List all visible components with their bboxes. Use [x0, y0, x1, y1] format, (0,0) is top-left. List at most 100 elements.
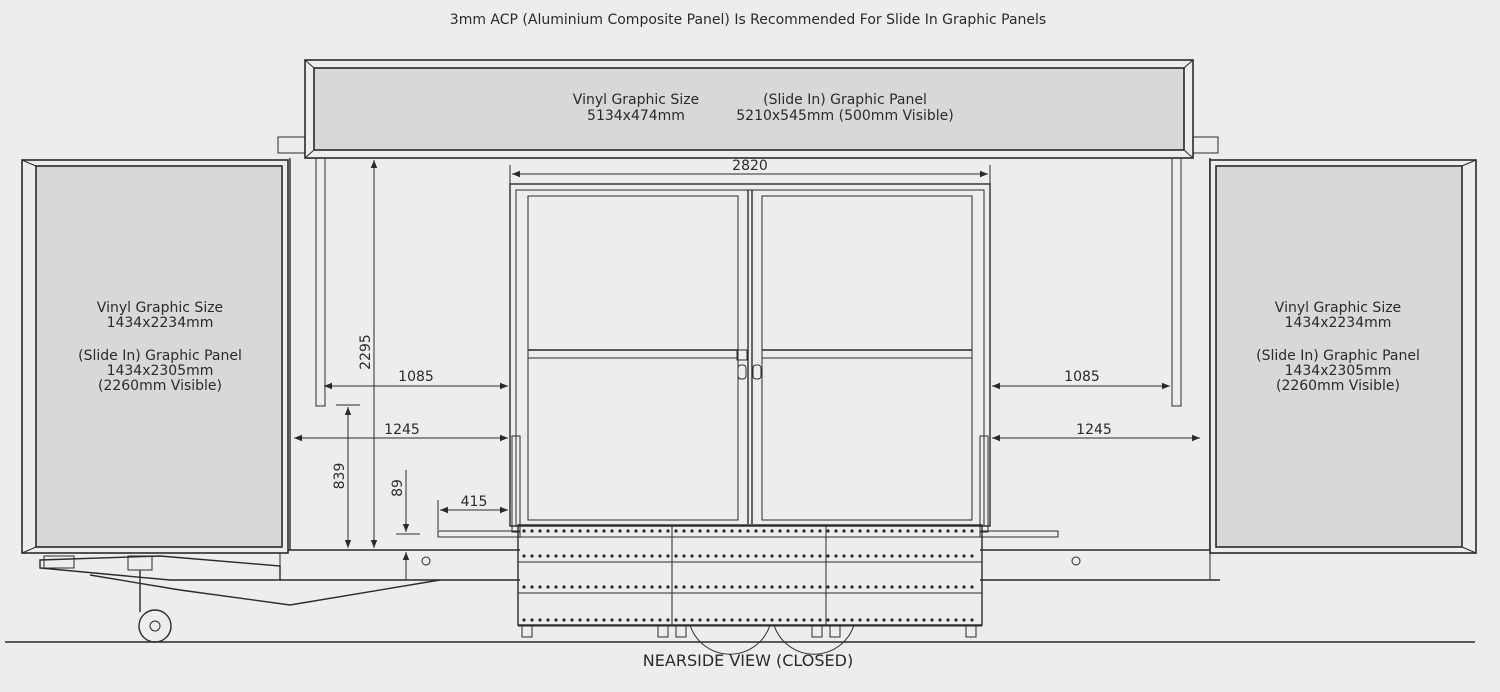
- rivet: [802, 585, 806, 589]
- rivet: [890, 585, 894, 589]
- rivet: [970, 585, 974, 589]
- rivet: [570, 618, 574, 622]
- left-vinyl-size: 1434x2234mm: [107, 315, 214, 331]
- rivet: [906, 585, 910, 589]
- rivet: [642, 618, 646, 622]
- rivet: [650, 554, 654, 558]
- rivet: [794, 554, 798, 558]
- rivet: [866, 585, 870, 589]
- rivet: [546, 618, 550, 622]
- rivet: [778, 554, 782, 558]
- rivet: [538, 554, 542, 558]
- rivet: [642, 554, 646, 558]
- central-doors: [509, 183, 991, 533]
- rivet: [834, 554, 838, 558]
- rivet: [802, 529, 806, 533]
- rivet: [602, 618, 606, 622]
- rivet: [730, 585, 734, 589]
- dim-839-label: 839: [332, 463, 348, 490]
- rivet: [666, 554, 670, 558]
- rivet: [554, 529, 558, 533]
- rivet: [786, 618, 790, 622]
- rivet: [858, 529, 862, 533]
- rivet: [810, 529, 814, 533]
- left-panel-size: 1434x2305mm: [107, 363, 214, 379]
- rivet: [858, 554, 862, 558]
- rivet: [610, 618, 614, 622]
- rivet: [698, 585, 702, 589]
- rivet: [634, 618, 638, 622]
- rivet: [858, 618, 862, 622]
- rivet: [850, 585, 854, 589]
- rivet: [554, 554, 558, 558]
- rivet: [930, 618, 934, 622]
- rivet: [938, 529, 942, 533]
- rivet: [602, 529, 606, 533]
- rivet: [962, 585, 966, 589]
- rivet: [714, 529, 718, 533]
- rivet: [586, 529, 590, 533]
- rivet: [858, 585, 862, 589]
- rivet: [946, 529, 950, 533]
- left-visible-note: (2260mm Visible): [98, 378, 222, 394]
- rivet: [810, 618, 814, 622]
- rivet: [922, 585, 926, 589]
- rivet: [946, 618, 950, 622]
- rivet: [850, 529, 854, 533]
- rivet: [970, 618, 974, 622]
- rivet: [522, 554, 526, 558]
- rivet: [618, 554, 622, 558]
- rivet: [954, 529, 958, 533]
- rivet: [666, 618, 670, 622]
- rivet: [706, 618, 710, 622]
- rivet: [618, 529, 622, 533]
- rivet: [594, 529, 598, 533]
- rivet: [682, 529, 686, 533]
- rivet: [882, 554, 886, 558]
- rivet: [538, 529, 542, 533]
- rivet: [938, 618, 942, 622]
- rivet: [754, 529, 758, 533]
- rivet: [906, 554, 910, 558]
- rivet: [842, 554, 846, 558]
- dim-2295-label: 2295: [358, 334, 374, 370]
- rivet: [850, 618, 854, 622]
- rivet: [874, 529, 878, 533]
- rivet: [906, 618, 910, 622]
- rivet: [786, 529, 790, 533]
- rivet: [738, 529, 742, 533]
- rivet: [898, 585, 902, 589]
- dim-right-1085-label: 1085: [1064, 369, 1100, 385]
- rivet: [682, 585, 686, 589]
- rivet: [610, 529, 614, 533]
- dim-415: 415: [437, 494, 508, 530]
- top-panel-size: 5210x545mm (500mm Visible): [736, 108, 953, 124]
- rivet: [666, 529, 670, 533]
- rivet: [738, 554, 742, 558]
- rivet: [530, 554, 534, 558]
- rivet: [722, 618, 726, 622]
- rivet: [882, 585, 886, 589]
- rivet: [602, 554, 606, 558]
- rivet: [634, 585, 638, 589]
- rivet: [794, 529, 798, 533]
- rivet: [866, 529, 870, 533]
- rivet: [914, 529, 918, 533]
- rivet: [618, 618, 622, 622]
- rivet: [738, 618, 742, 622]
- rivet: [714, 585, 718, 589]
- rivet: [826, 585, 830, 589]
- rivet: [530, 618, 534, 622]
- rivet: [690, 618, 694, 622]
- rivet: [874, 618, 878, 622]
- dim-right-1085: 1085: [992, 369, 1170, 390]
- rivet: [714, 554, 718, 558]
- rivet: [890, 554, 894, 558]
- rivet: [954, 585, 958, 589]
- rivet: [722, 554, 726, 558]
- rivet: [962, 618, 966, 622]
- rivet: [546, 554, 550, 558]
- rivet: [578, 554, 582, 558]
- rivet: [594, 585, 598, 589]
- rivet: [714, 618, 718, 622]
